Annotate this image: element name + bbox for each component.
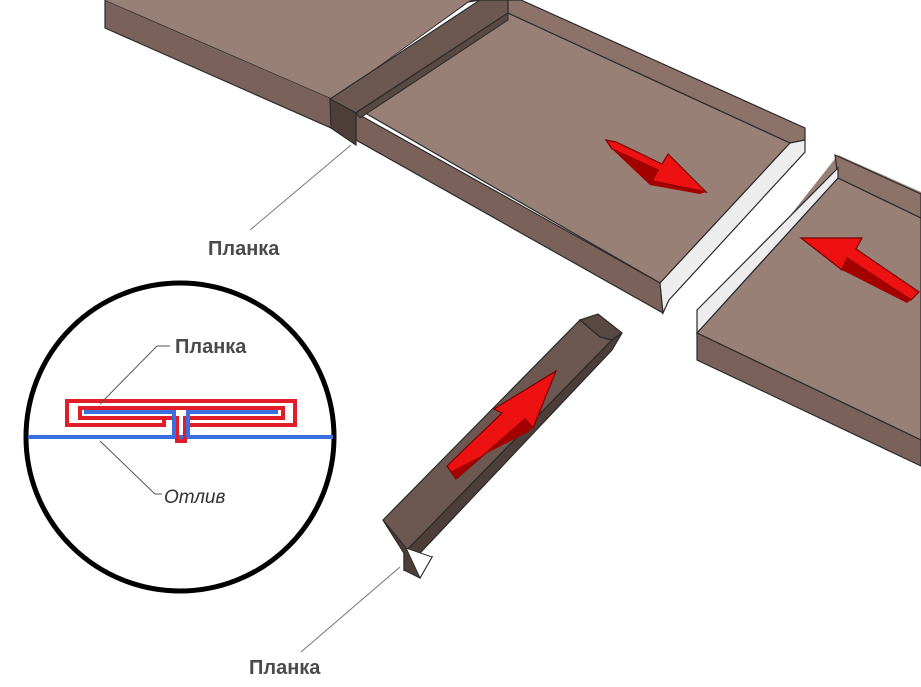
sill-end-hook bbox=[659, 139, 806, 316]
label-bottom-strip: Планка bbox=[249, 657, 321, 679]
joint-strip-top bbox=[328, 0, 509, 147]
detail-sill-hook-left bbox=[84, 410, 176, 437]
loose-strip bbox=[382, 313, 624, 580]
sill-sheet-left bbox=[104, 0, 806, 316]
arrow-right-down-icon bbox=[604, 139, 708, 194]
sill-right-front-edge bbox=[696, 332, 921, 467]
detail-sill-hook-right bbox=[186, 410, 278, 437]
leader-detail-planka bbox=[99, 345, 170, 405]
label-detail-strip: Планка bbox=[175, 336, 247, 358]
leader-bottom-strip bbox=[300, 566, 401, 653]
leader-detail-sill bbox=[99, 440, 162, 495]
strip-front-face bbox=[329, 97, 357, 147]
label-detail-sill: Отлив bbox=[164, 487, 225, 508]
arrow-up-right-icon bbox=[446, 369, 558, 480]
sill-sheet-right bbox=[696, 154, 921, 687]
detail-circle bbox=[23, 280, 337, 594]
sill-right-end-hook bbox=[696, 166, 839, 335]
leader-top-strip bbox=[249, 144, 352, 231]
label-top-strip: Планка bbox=[208, 238, 280, 260]
arrow-left-up-icon bbox=[799, 237, 920, 303]
detail-planka-profile-outer bbox=[65, 399, 297, 443]
